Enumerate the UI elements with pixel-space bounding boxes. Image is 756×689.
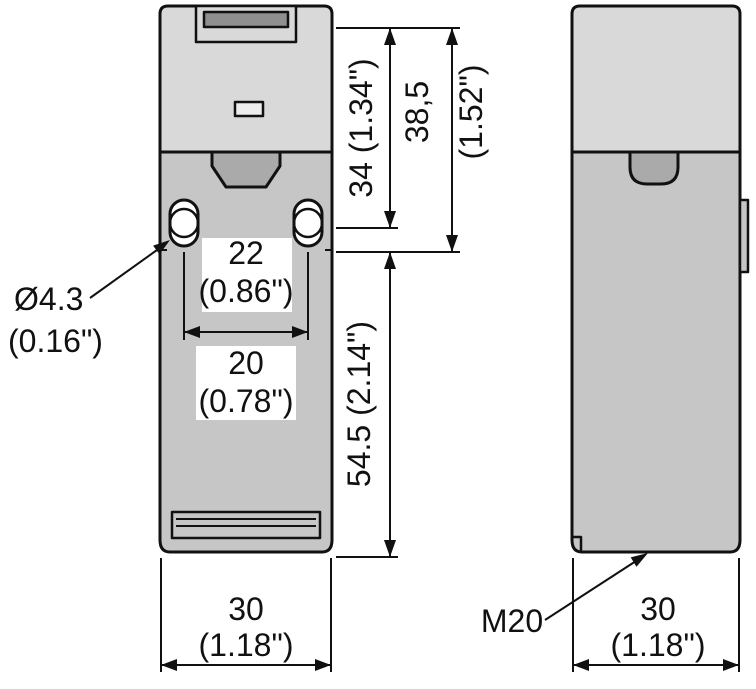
side-head-plunger-tab <box>628 150 680 186</box>
side-head <box>570 4 742 154</box>
dim-hole-pitch-20-mm: 20 <box>228 345 264 381</box>
dim-hole-dia-mm: Ø4.3 <box>14 281 83 317</box>
label-knockout-20 <box>196 346 296 420</box>
dim-width-front-in: (1.18") <box>199 627 294 663</box>
side-body <box>570 150 742 554</box>
front-head-slot-bar <box>202 10 290 29</box>
dimension-lines <box>161 28 739 666</box>
side-bottom-notch <box>572 535 583 552</box>
mounting-hole-right-circle <box>292 207 324 239</box>
mounting-hole-right <box>292 198 324 248</box>
side-view <box>570 4 750 554</box>
leader-lines <box>89 249 637 621</box>
label-thread-m20: M20 <box>481 603 543 639</box>
dim-height-385-mm: 38,5 <box>399 81 435 143</box>
mounting-hole-left <box>168 198 200 248</box>
front-indicator-window <box>233 100 265 118</box>
front-head-plunger-tab <box>210 150 282 189</box>
dim-width-side-in: (1.18") <box>611 627 706 663</box>
dim-width-side-mm: 30 <box>640 591 676 627</box>
front-bottom-cover-lines <box>176 518 316 527</box>
label-knockout-22 <box>202 238 292 312</box>
extension-lines <box>160 27 740 672</box>
dimension-labels: 34 (1.34") 38,5 (1.52") 54.5 (2.14") 22 … <box>8 58 705 663</box>
dim-hole-pitch-22-in: (0.86") <box>199 273 294 309</box>
mounting-hole-left-circle <box>168 207 200 239</box>
side-lever-bump <box>738 198 750 274</box>
front-bottom-cover <box>170 510 322 540</box>
dim-height-545: 54.5 (2.14") <box>341 321 377 487</box>
dim-height-34: 34 (1.34") <box>343 58 379 197</box>
dim-width-front-mm: 30 <box>228 591 264 627</box>
dimension-annotations <box>89 27 740 672</box>
dim-height-385-in: (1.52") <box>453 65 489 160</box>
dim-hole-pitch-22-mm: 22 <box>228 235 264 271</box>
dim-hole-pitch-20-in: (0.78") <box>199 383 294 419</box>
dim-hole-dia-in: (0.16") <box>8 323 103 359</box>
